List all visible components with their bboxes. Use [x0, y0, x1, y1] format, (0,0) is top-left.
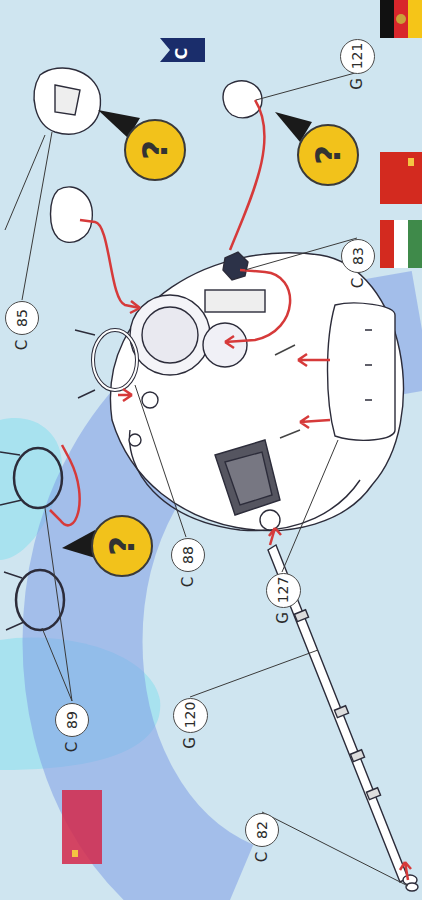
gun-barrel	[268, 545, 417, 885]
callout-circle: G127	[266, 573, 301, 608]
callout-number: 88	[180, 546, 196, 564]
callout-circle: C82	[245, 813, 279, 847]
part-letter: G	[348, 79, 366, 91]
part-letter: G	[181, 738, 199, 750]
leader-lines	[5, 73, 408, 886]
callout-number: 120	[182, 702, 198, 729]
callout-circle: C88	[171, 538, 205, 572]
part-letter: C	[253, 852, 271, 862]
callout-number: 89	[64, 711, 80, 729]
question-mark: ?	[102, 536, 142, 556]
part-letter: C	[349, 278, 367, 288]
question-badge: ?	[91, 515, 153, 577]
part-letter: C	[63, 742, 81, 752]
callout-number: 83	[350, 247, 366, 265]
part-letter: C	[179, 577, 197, 587]
loose-parts	[0, 68, 418, 891]
callout-circle: G120	[173, 698, 208, 733]
callout-number: 85	[14, 309, 30, 327]
callout-circle: G121	[340, 39, 375, 74]
question-mark: ?	[308, 145, 348, 165]
callout-number: 127	[275, 577, 291, 604]
question-badge: ?	[297, 124, 359, 186]
question-pointers	[62, 110, 312, 560]
flags	[62, 0, 422, 864]
part-letter: G	[274, 613, 292, 625]
callout-number: 121	[349, 43, 365, 70]
question-mark: ?	[135, 140, 175, 160]
flag-letter: C	[172, 48, 191, 60]
part-letter: C	[13, 340, 31, 350]
turret	[110, 253, 403, 531]
assembly-arrows	[50, 100, 411, 880]
callout-circle: C85	[5, 301, 39, 335]
callout-circle: C89	[55, 703, 89, 737]
callout-number: 82	[254, 821, 270, 839]
callout-circle: C83	[341, 239, 375, 273]
question-badge: ?	[124, 119, 186, 181]
